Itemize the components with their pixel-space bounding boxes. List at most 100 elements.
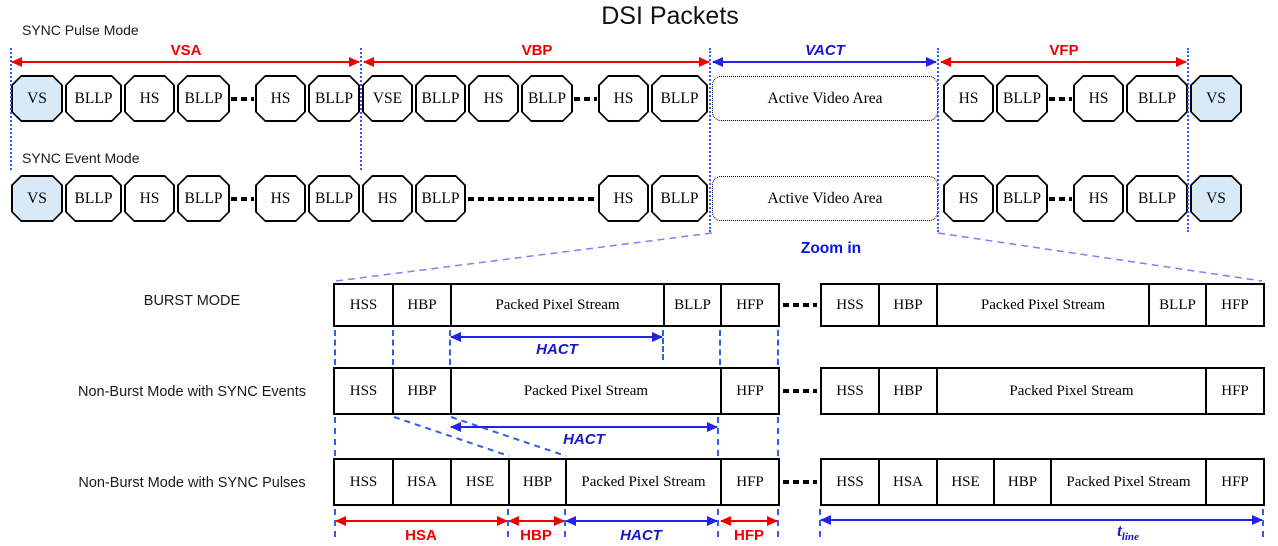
packet-box: BLLP [651,175,708,222]
arrow-label-hact-events: HACT [563,431,605,448]
sync-pulse-mode-label: SYNC Pulse Mode [22,22,139,38]
packet-box-label: VS [13,177,62,221]
packet-box: BLLP [996,175,1048,222]
arrowhead-left-icon [940,57,951,67]
arrow-vsa [11,57,360,67]
arrow-hsa [335,516,508,526]
packet-box-label: HS [126,77,174,121]
packet-box: HS [1073,75,1124,122]
packet-box: HS [362,175,413,222]
packet-box: HSS [820,458,880,506]
packet-box: BLLP [415,75,466,122]
arrow-line [713,61,936,63]
packet-box: BLLP [521,75,573,122]
arrow-line [12,61,359,63]
guide-line [819,509,821,537]
packet-box-label: BLLP [653,77,707,121]
ellipsis-dashes [1049,196,1072,201]
packet-box-label: BLLP [179,77,229,121]
zoom-cone-right-line [937,232,1263,282]
guide-line [1187,48,1189,232]
packet-box: VS [1190,75,1242,122]
packet-box: HSA [392,458,452,506]
guide-line [719,330,721,365]
packet-box: HSE [450,458,510,506]
packet-box-label: BLLP [67,177,121,221]
arrow-label-vsa: VSA [170,42,202,59]
arrowhead-left-icon [450,422,461,432]
packet-box: BLLP [65,175,122,222]
guide-line [334,509,336,537]
arrow-line [451,336,662,338]
packet-box: BLLP [177,75,230,122]
group-gap-dashes [783,303,817,307]
packet-box-label: BLLP [998,77,1047,121]
arrow-hact-burst [450,332,663,342]
arrowhead-right-icon [926,57,937,67]
packet-box: HFP [720,367,780,415]
packet-box-label: BLLP [998,177,1047,221]
guide-line [334,417,336,456]
packet-box: BLLP [1148,283,1207,327]
arrowhead-left-icon [565,516,576,526]
arrow-line [509,520,564,522]
packet-box: Packed Pixel Stream [565,458,722,506]
page-title: DSI Packets [601,2,739,30]
packet-box-label: HS [945,77,993,121]
arrowhead-right-icon [699,57,710,67]
arrowhead-left-icon [508,516,519,526]
arrow-line [721,520,777,522]
guide-line [717,509,719,537]
packet-box: VSE [362,75,413,122]
packet-box: Packed Pixel Stream [1050,458,1207,506]
arrow-hbp [508,516,565,526]
packet-box-label: HS [600,77,648,121]
packet-box: HS [943,175,994,222]
packet-box: BLLP [651,75,708,122]
arrowhead-right-icon [1252,515,1263,525]
packet-box-label: BLLP [67,77,121,121]
arrowhead-right-icon [497,516,508,526]
burst-mode-label: BURST MODE [143,293,241,309]
packet-box: Packed Pixel Stream [450,283,665,327]
arrow-label-hact-burst: HACT [536,341,578,358]
packet-box: HSS [820,283,880,327]
guide-line [1262,509,1264,537]
packet-box: VS [11,75,63,122]
arrowhead-left-icon [11,57,22,67]
arrow-label-t-line: tline [1117,521,1139,543]
packet-box: Packed Pixel Stream [936,283,1150,327]
guide-line [449,330,451,365]
active-video-area: Active Video Area [712,176,938,221]
arrow-label-hact: HACT [620,527,662,544]
packet-box-label: BLLP [417,177,465,221]
arrowhead-left-icon [720,516,731,526]
packet-box: HFP [720,458,780,506]
guide-line [777,509,779,537]
packet-box-label: HS [257,77,305,121]
packet-box: HSS [820,367,880,415]
arrow-line [566,520,717,522]
packet-box: HS [124,75,175,122]
arrowhead-left-icon [335,516,346,526]
arrow-hact [565,516,718,526]
packet-box-label: HS [1075,177,1123,221]
arrow-line [941,61,1186,63]
packet-box: HSS [333,367,394,415]
arrowhead-right-icon [554,516,565,526]
packet-box: BLLP [663,283,722,327]
packet-box-label: BLLP [1128,77,1187,121]
packet-box-label: BLLP [310,177,359,221]
ellipsis-dashes [574,96,597,101]
packet-box: HSA [878,458,938,506]
arrow-vfp [940,57,1187,67]
arrowhead-right-icon [349,57,360,67]
arrow-label-hfp: HFP [734,527,764,544]
packet-box: HS [943,75,994,122]
packet-box-label: HS [1075,77,1123,121]
packet-box-label: VS [13,77,62,121]
sync-event-mode-label: SYNC Event Mode [22,150,140,166]
arrowhead-left-icon [712,57,723,67]
packet-box: HS [124,175,175,222]
